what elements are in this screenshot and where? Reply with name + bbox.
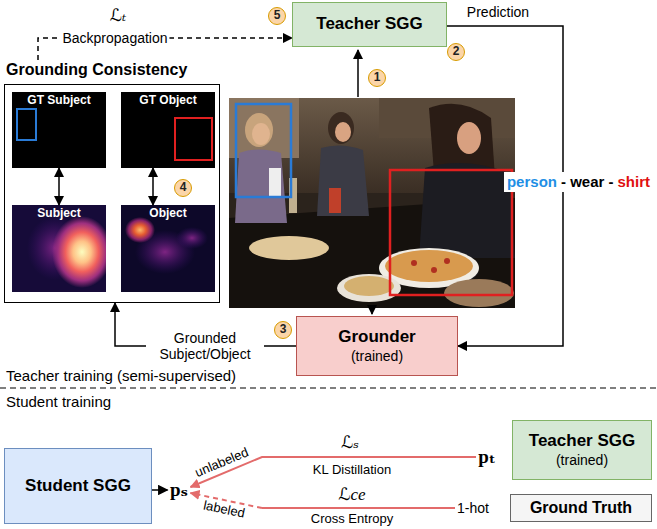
- section-title: Student training: [6, 393, 111, 410]
- node-text: pₜ: [478, 446, 496, 469]
- node-text: Ground Truth: [530, 498, 632, 517]
- node-text: Grounder: [338, 327, 415, 347]
- output-symbol: pₛ: [168, 478, 191, 503]
- node-text: Student SGG: [25, 476, 131, 496]
- relation-subject: person: [507, 173, 557, 190]
- node-text: GT Object: [139, 93, 196, 107]
- subject-heatmap-image: [12, 205, 106, 292]
- node-text: 1-hot: [457, 500, 489, 517]
- teacher-box: Teacher SGG(trained): [512, 420, 652, 480]
- callout-number: 2: [447, 43, 465, 61]
- gt-object-image: GT Object: [121, 92, 215, 168]
- loss-symbol: ℒₜ: [110, 6, 126, 26]
- edge-label: Backpropagation: [60, 30, 169, 46]
- loss-symbol: ℒce: [338, 485, 365, 505]
- relation-object: shirt: [617, 173, 650, 190]
- node-text: GT Subject: [27, 93, 90, 107]
- relation-label-patch: person- wear -shirt: [504, 172, 653, 192]
- section-separator: [0, 387, 657, 388]
- subject-box: [17, 109, 36, 140]
- subject-heatmap: Subject: [12, 205, 106, 292]
- edge-label: unlabeled: [192, 444, 253, 481]
- object-heatmap: Object: [121, 205, 215, 292]
- teacher-box: Teacher SGG: [292, 2, 447, 47]
- object-box: [175, 118, 212, 160]
- gt-subject-image: GT Subject: [12, 92, 106, 168]
- gt-object-mask: [121, 92, 215, 168]
- student-box: Student SGG: [4, 448, 152, 524]
- edge-label: labeled: [200, 498, 248, 522]
- loss-name: KL Distillation: [311, 463, 393, 478]
- output-symbol: pₜ: [476, 445, 498, 470]
- connector: [152, 168, 154, 205]
- section-title: Teacher training (semi-supervised): [6, 367, 236, 384]
- node-text: (trained): [351, 348, 403, 365]
- node-text: Subject: [37, 206, 80, 220]
- ground-truth-box: Ground Truth: [510, 494, 652, 522]
- node-text: pₛ: [170, 479, 188, 502]
- node-text: (trained): [556, 452, 608, 469]
- relation-predicate: - wear -: [561, 173, 614, 190]
- callout-number: 1: [368, 69, 386, 87]
- input-arrow: [357, 50, 359, 97]
- kitchen-photo: [229, 98, 515, 308]
- callout-number: 5: [268, 7, 286, 25]
- edge-label: Grounded Subject/Object: [146, 329, 264, 363]
- node-text: Teacher SGG: [529, 431, 635, 451]
- node-text: Object: [149, 206, 186, 220]
- connector: [152, 489, 168, 491]
- label-symbol: 1-hot: [455, 498, 491, 518]
- loss-symbol: ℒₛ: [341, 433, 359, 453]
- edge-label: Prediction: [465, 4, 531, 20]
- grounder-box: Grounder(trained): [296, 316, 458, 376]
- gt-subject-mask: [12, 92, 106, 168]
- callout-number: 4: [174, 179, 192, 197]
- loss-name: Cross Entropy: [309, 512, 395, 527]
- connector: [58, 168, 60, 205]
- input-arrow: [371, 308, 373, 314]
- callout-number: 3: [274, 321, 292, 339]
- node-text: Teacher SGG: [316, 14, 422, 34]
- node-text: Grounding Consistency: [6, 60, 187, 79]
- object-heatmap-image: [121, 205, 215, 292]
